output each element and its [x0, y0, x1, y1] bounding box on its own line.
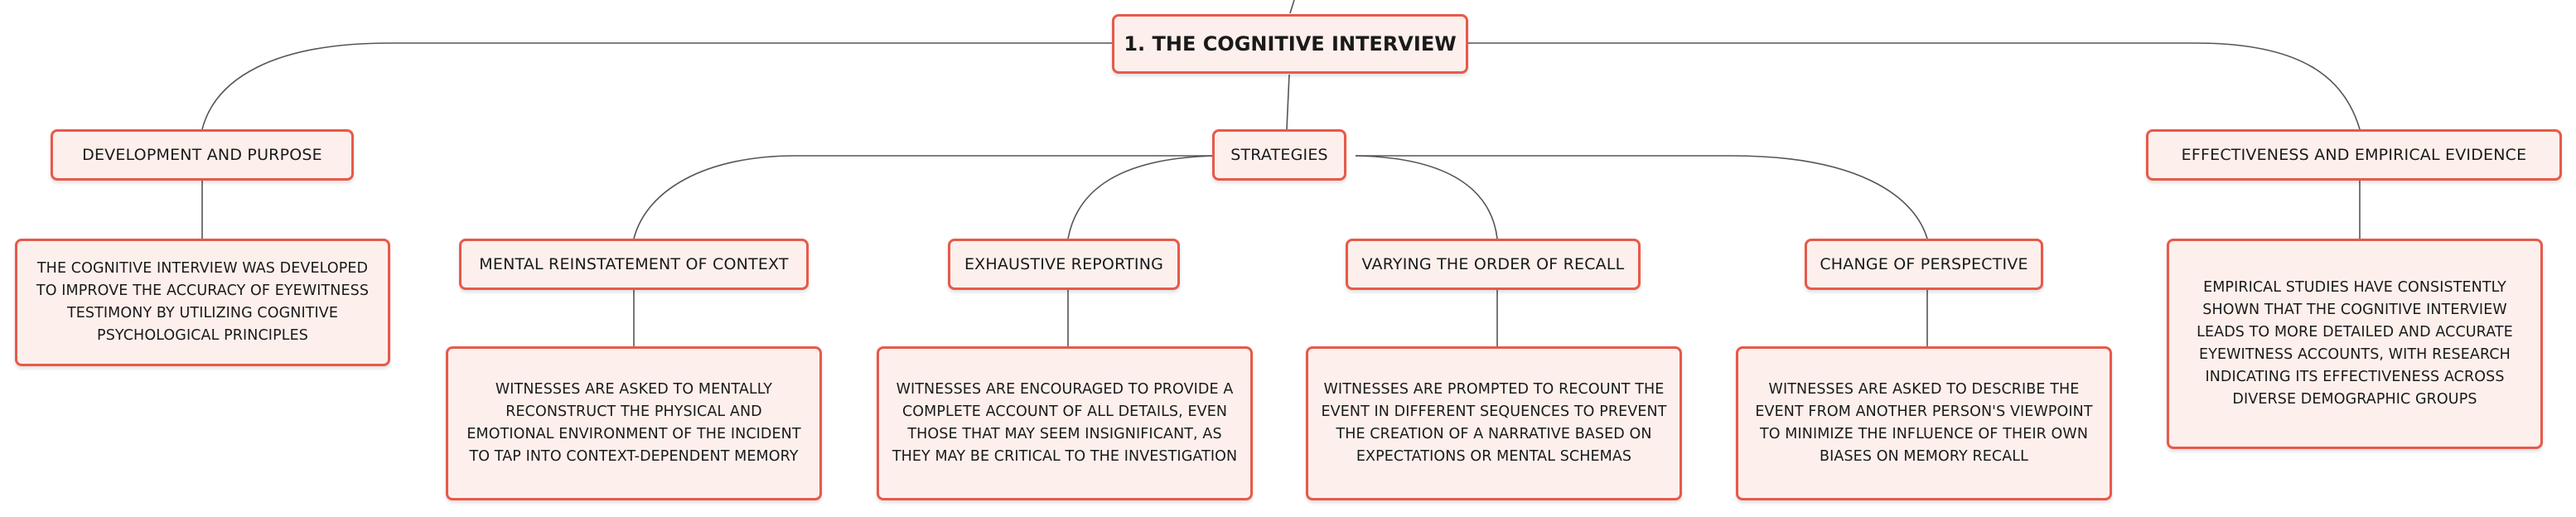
strategy-change-perspective-label: CHANGE OF PERSPECTIVE — [1820, 255, 2028, 273]
connector-root-parent — [1289, 0, 1295, 14]
strategy-varying-order-detail-node[interactable]: WITNESSES ARE PROMPTED TO RECOUNT THE EV… — [1306, 346, 1682, 500]
connector-strategies-item-1 — [633, 155, 1218, 239]
strategy-exhaustive-reporting-node[interactable]: EXHAUSTIVE REPORTING — [948, 239, 1180, 290]
strategy-varying-order-detail-text: WITNESSES ARE PROMPTED TO RECOUNT THE EV… — [1321, 381, 1667, 465]
development-purpose-node[interactable]: DEVELOPMENT AND PURPOSE — [51, 129, 354, 181]
development-purpose-label: DEVELOPMENT AND PURPOSE — [82, 146, 322, 164]
connector-root-strategies — [1286, 74, 1290, 130]
root-title: 1. THE COGNITIVE INTERVIEW — [1124, 32, 1457, 56]
effectiveness-evidence-label: EFFECTIVENESS AND EMPIRICAL EVIDENCE — [2181, 146, 2527, 164]
effectiveness-evidence-detail-node[interactable]: EMPIRICAL STUDIES HAVE CONSISTENTLY SHOW… — [2167, 239, 2543, 449]
strategy-mental-reinstatement-label: MENTAL REINSTATEMENT OF CONTEXT — [479, 255, 789, 273]
strategy-mental-reinstatement-detail-node[interactable]: WITNESSES ARE ASKED TO MENTALLY RECONSTR… — [446, 346, 822, 500]
strategy-exhaustive-reporting-label: EXHAUSTIVE REPORTING — [964, 255, 1164, 273]
effectiveness-evidence-node[interactable]: EFFECTIVENESS AND EMPIRICAL EVIDENCE — [2146, 129, 2562, 181]
effectiveness-evidence-detail-text: EMPIRICAL STUDIES HAVE CONSISTENTLY SHOW… — [2197, 279, 2513, 408]
strategy-change-perspective-node[interactable]: CHANGE OF PERSPECTIVE — [1805, 239, 2043, 290]
strategy-mental-reinstatement-detail-text: WITNESSES ARE ASKED TO MENTALLY RECONSTR… — [466, 381, 801, 465]
strategy-change-perspective-detail-text: WITNESSES ARE ASKED TO DESCRIBE THE EVEN… — [1755, 381, 2093, 465]
strategy-change-perspective-detail-node[interactable]: WITNESSES ARE ASKED TO DESCRIBE THE EVEN… — [1736, 346, 2112, 500]
strategy-mental-reinstatement-node[interactable]: MENTAL REINSTATEMENT OF CONTEXT — [459, 239, 809, 290]
strategy-exhaustive-reporting-detail-node[interactable]: WITNESSES ARE ENCOURAGED TO PROVIDE A CO… — [877, 346, 1253, 500]
connector-root-development — [201, 42, 1112, 130]
connector-root-effectiveness — [1468, 42, 2361, 130]
strategy-exhaustive-reporting-detail-text: WITNESSES ARE ENCOURAGED TO PROVIDE A CO… — [892, 381, 1238, 465]
connector-strategies-item-3 — [1355, 155, 1498, 239]
strategy-varying-order-node[interactable]: VARYING THE ORDER OF RECALL — [1346, 239, 1641, 290]
development-purpose-detail-text: THE COGNITIVE INTERVIEW WAS DEVELOPED TO… — [36, 260, 370, 344]
connector-strategies-item-4 — [1356, 155, 1928, 239]
strategies-node[interactable]: STRATEGIES — [1212, 129, 1346, 181]
root-node[interactable]: 1. THE COGNITIVE INTERVIEW — [1112, 14, 1468, 74]
development-purpose-detail-node[interactable]: THE COGNITIVE INTERVIEW WAS DEVELOPED TO… — [15, 239, 390, 366]
strategies-label: STRATEGIES — [1230, 146, 1328, 164]
connector-strategies-item-2 — [1067, 155, 1219, 239]
strategy-varying-order-label: VARYING THE ORDER OF RECALL — [1361, 255, 1625, 273]
